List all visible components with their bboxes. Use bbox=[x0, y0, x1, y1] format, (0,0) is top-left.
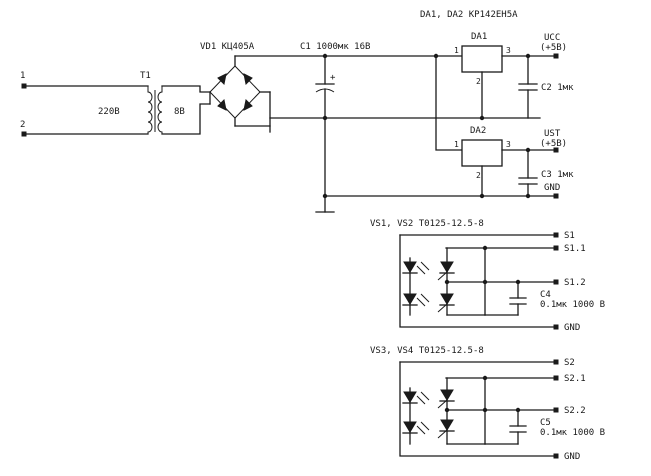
s2-label: S2 bbox=[564, 358, 575, 368]
c4-label: C4 bbox=[540, 290, 551, 300]
thyristor-block-1: VS1, VS2 T0125-12.5-8 bbox=[370, 219, 605, 333]
regulator-da1: DA1 1 3 2 bbox=[454, 32, 556, 121]
capacitor-c1: + C1 1000мк 16В bbox=[300, 42, 370, 213]
secondary-voltage-label: 8В bbox=[174, 107, 185, 117]
ust-terminal bbox=[553, 147, 559, 153]
svg-text:3: 3 bbox=[506, 46, 511, 55]
gnd-top-label: GND bbox=[544, 183, 560, 193]
transformer-secondary-coil bbox=[157, 86, 163, 134]
svg-text:2: 2 bbox=[476, 77, 481, 86]
capacitor-c2: C2 1мк bbox=[518, 55, 574, 119]
input-1-label: 1 bbox=[20, 71, 25, 81]
regulator-da2: DA2 1 3 2 bbox=[454, 126, 556, 199]
svg-text:2: 2 bbox=[476, 171, 481, 180]
primary-voltage-label: 220В bbox=[98, 107, 120, 117]
c5-label: C5 bbox=[540, 418, 551, 428]
da1-label: DA1 bbox=[471, 32, 487, 42]
gnd-mid-label: GND bbox=[564, 323, 580, 333]
transformer-section: 1 2 T1 220В 8В bbox=[20, 71, 211, 137]
ust-label: UST bbox=[544, 129, 561, 139]
da-header-label: DA1, DA2 KP142EH5A bbox=[420, 10, 518, 20]
c1-plus-label: + bbox=[330, 73, 336, 83]
c2-label: C2 1мк bbox=[541, 83, 574, 93]
svg-text:1: 1 bbox=[454, 46, 459, 55]
ust-voltage-label: (+5B) bbox=[540, 139, 567, 149]
transformer-label: T1 bbox=[140, 71, 151, 81]
c3-label: C3 1мк bbox=[541, 170, 574, 180]
vs12-label: VS1, VS2 T0125-12.5-8 bbox=[370, 219, 484, 229]
svg-text:3: 3 bbox=[506, 140, 511, 149]
ucc-terminal bbox=[553, 53, 559, 59]
vs34-label: VS3, VS4 T0125-12.5-8 bbox=[370, 346, 484, 356]
s1-label: S1 bbox=[564, 231, 575, 241]
s2-2-label: S2.2 bbox=[564, 406, 586, 416]
gnd-terminal-top bbox=[553, 193, 559, 199]
capacitor-c3: C3 1мк bbox=[518, 149, 574, 197]
ucc-label: UCC bbox=[544, 33, 560, 43]
s2-1-label: S2.1 bbox=[564, 374, 586, 384]
c1-label: C1 1000мк 16В bbox=[300, 42, 370, 52]
c4-value-label: 0.1мк 1000 В bbox=[540, 300, 605, 310]
diode-bridge-vd1: VD1 KЦ405A bbox=[200, 42, 271, 133]
c5-value-label: 0.1мк 1000 В bbox=[540, 428, 605, 438]
thyristor-block-2: VS3, VS4 T0125-12.5-8 bbox=[370, 346, 605, 462]
da2-label: DA2 bbox=[470, 126, 486, 136]
transformer-primary-coil bbox=[147, 86, 153, 134]
s1-1-label: S1.1 bbox=[564, 244, 586, 254]
ucc-voltage-label: (+5B) bbox=[540, 43, 567, 53]
svg-text:1: 1 bbox=[454, 140, 459, 149]
bridge-label: VD1 KЦ405A bbox=[200, 42, 255, 52]
s1-2-label: S1.2 bbox=[564, 278, 586, 288]
gnd-bot-label: GND bbox=[564, 452, 580, 462]
input-2-label: 2 bbox=[20, 120, 25, 130]
